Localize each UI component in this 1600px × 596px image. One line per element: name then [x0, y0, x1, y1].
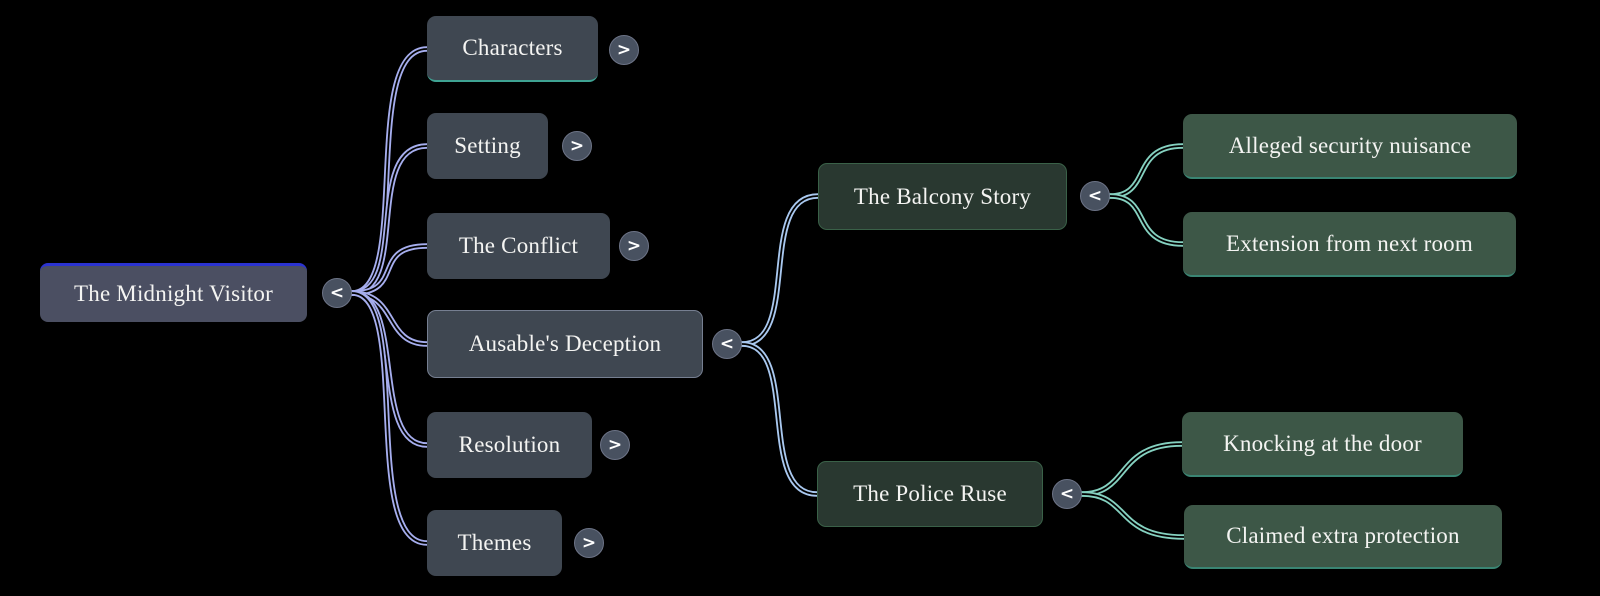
link-police-claimed	[1079, 491, 1187, 540]
node-themes[interactable]: Themes	[427, 510, 562, 576]
link-root-characters	[349, 46, 430, 296]
node-the-conflict[interactable]: The Conflict	[427, 213, 610, 279]
node-label: Alleged security nuisance	[1228, 132, 1472, 158]
node-the-balcony-story[interactable]: The Balcony Story	[818, 163, 1067, 230]
link-root-setting	[349, 143, 430, 296]
expand-button-the-conflict[interactable]: >	[619, 231, 649, 261]
node-label: Characters	[462, 35, 563, 60]
node-label: The Balcony Story	[853, 183, 1032, 209]
node-ausables-deception[interactable]: Ausable's Deception	[427, 310, 703, 378]
node-resolution[interactable]: Resolution	[427, 412, 592, 478]
collapse-button-the-police-ruse[interactable]: <	[1052, 479, 1082, 509]
node-label: Resolution	[458, 432, 561, 457]
link-police-knocking	[1079, 441, 1185, 497]
link-balcony-alleged	[1107, 143, 1186, 199]
node-label: The Midnight Visitor	[74, 281, 273, 306]
node-knocking-at-the-door[interactable]: Knocking at the door	[1182, 412, 1463, 477]
node-setting[interactable]: Setting	[427, 113, 548, 179]
node-label: Claimed extra protection	[1226, 523, 1460, 548]
node-label: Ausable's Deception	[468, 331, 662, 356]
node-the-midnight-visitor[interactable]: The Midnight Visitor	[40, 263, 307, 322]
expand-button-setting[interactable]: >	[562, 131, 592, 161]
link-ausable-balcony	[739, 193, 821, 347]
collapse-button-the-balcony-story[interactable]: <	[1080, 181, 1110, 211]
node-alleged-security-nuisance[interactable]: Alleged security nuisance	[1183, 114, 1517, 179]
link-ausable-police	[739, 341, 820, 497]
expand-button-resolution[interactable]: >	[600, 430, 630, 460]
node-label: Extension from next room	[1226, 230, 1473, 256]
node-label: The Conflict	[458, 233, 579, 258]
collapse-button-ausables-deception[interactable]: <	[712, 329, 742, 359]
node-the-police-ruse[interactable]: The Police Ruse	[817, 461, 1043, 527]
node-label: The Police Ruse	[853, 481, 1007, 506]
node-characters[interactable]: Characters	[427, 16, 598, 82]
link-balcony-extension	[1107, 193, 1186, 247]
collapse-button-root[interactable]: <	[322, 278, 352, 308]
node-label: Themes	[457, 530, 532, 555]
node-label: Setting	[454, 133, 521, 158]
expand-button-characters[interactable]: >	[609, 35, 639, 65]
link-root-ausable	[349, 290, 430, 347]
node-label: Knocking at the door	[1223, 430, 1422, 456]
node-claimed-extra-protection[interactable]: Claimed extra protection	[1184, 505, 1502, 569]
link-root-themes	[349, 290, 430, 546]
expand-button-themes[interactable]: >	[574, 528, 604, 558]
link-root-conflict	[349, 243, 430, 296]
node-extension-from-next-room[interactable]: Extension from next room	[1183, 212, 1516, 277]
